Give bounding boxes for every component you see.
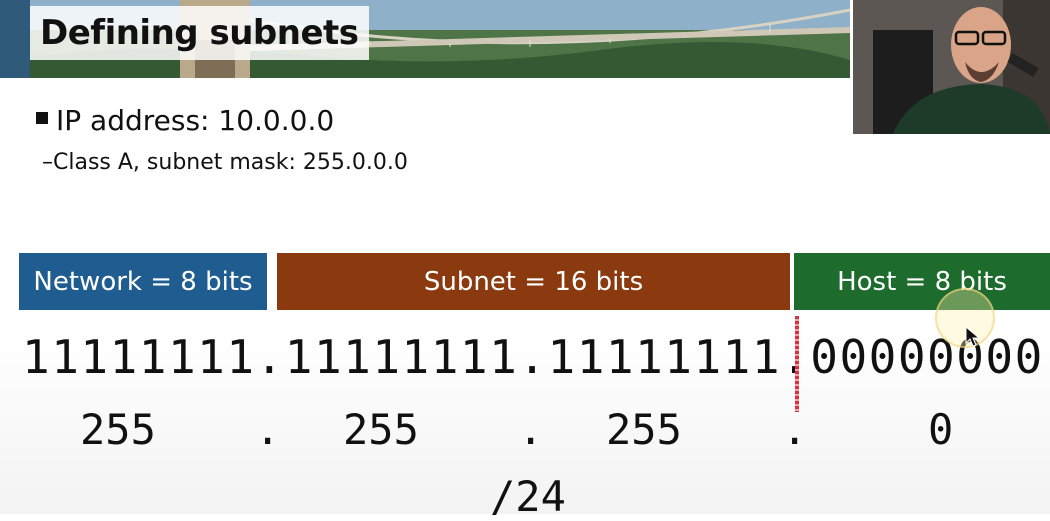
host-bits-bar: Host = 8 bits (794, 253, 1050, 310)
mouse-pointer-icon (965, 326, 981, 347)
binary-subnet-mask: 11111111.11111111.11111111.00000000 (22, 330, 1044, 384)
slide-title: Defining subnets (30, 6, 369, 60)
decimal-dot-3: . (782, 405, 808, 454)
presenter-image (853, 0, 1050, 134)
subnet-bits-bar: Subnet = 16 bits (277, 253, 790, 310)
decimal-octet-3: 255 (606, 405, 682, 454)
network-bits-bar: Network = 8 bits (19, 253, 267, 310)
decimal-octet-1: 255 (80, 405, 156, 454)
square-bullet-icon (36, 112, 48, 124)
decimal-dot-1: . (255, 405, 281, 454)
cidr-notation: /24 (490, 472, 566, 521)
bullet-class-mask: –Class A, subnet mask: 255.0.0.0 (42, 150, 408, 175)
bullet-ip-address: IP address: 10.0.0.0 (36, 104, 334, 137)
decimal-dot-2: . (518, 405, 544, 454)
subnet-boundary-marker (795, 316, 799, 412)
cursor-highlight (935, 288, 995, 348)
bullet-ip-address-text: IP address: 10.0.0.0 (56, 104, 335, 137)
header-banner-image: Defining subnets (0, 0, 850, 78)
presenter-webcam (853, 0, 1050, 134)
decimal-octet-4: 0 (928, 405, 954, 454)
decimal-octet-2: 255 (343, 405, 419, 454)
